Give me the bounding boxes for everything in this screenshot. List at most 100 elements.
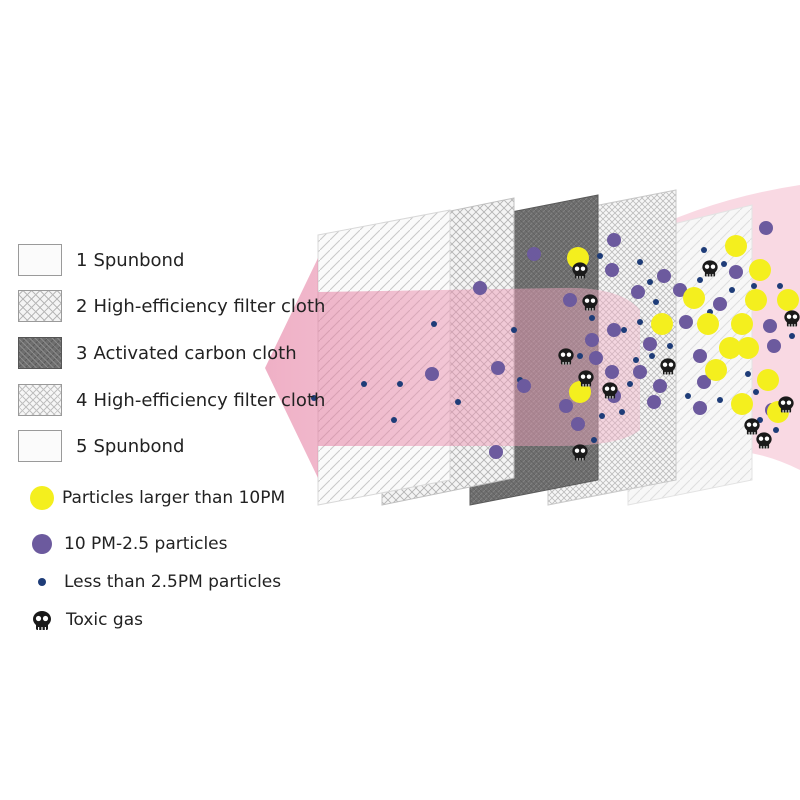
medium-particle [631, 285, 645, 299]
small-particle [717, 397, 723, 403]
medium-particle [605, 365, 619, 379]
key-label: Particles larger than 10PM [62, 488, 286, 508]
legend-layer-4: 4 High-efficiency filter cloth [18, 384, 325, 416]
large-particle [719, 337, 741, 359]
legend-swatch-spunbond [18, 430, 62, 462]
medium-particle [517, 379, 531, 393]
medium-particle [693, 349, 707, 363]
small-particle [589, 315, 595, 321]
small-particle [637, 259, 643, 265]
key-large-particles: Particles larger than 10PM [30, 486, 285, 510]
legend-swatch-carbon [18, 337, 62, 369]
blue-dot-icon [38, 578, 46, 586]
medium-particle [489, 445, 503, 459]
legend-layer-1: 1 Spunbond [18, 244, 184, 276]
large-particle [651, 313, 673, 335]
legend-swatch-filter-cloth [18, 290, 62, 322]
medium-particle [693, 401, 707, 415]
large-particle [725, 235, 747, 257]
small-particle [311, 395, 317, 401]
medium-particle [605, 263, 619, 277]
medium-particle [559, 399, 573, 413]
key-medium-particles: 10 PM-2.5 particles [30, 534, 228, 554]
small-particle [773, 427, 779, 433]
medium-particle [713, 297, 727, 311]
small-particle [751, 283, 757, 289]
medium-particle [673, 283, 687, 297]
key-small-particles: Less than 2.5PM particles [30, 572, 281, 592]
small-particle [621, 327, 627, 333]
yellow-dot-icon [30, 486, 54, 510]
layer-label: High-efficiency filter cloth [93, 295, 326, 317]
large-particle [757, 369, 779, 391]
large-particle [697, 313, 719, 335]
legend-swatch-filter-cloth [18, 384, 62, 416]
small-particle [789, 333, 795, 339]
legend-layer-3: 3 Activated carbon cloth [18, 337, 297, 369]
small-particle [667, 343, 673, 349]
layer-number: 3 [76, 342, 88, 364]
large-particle [683, 287, 705, 309]
layer-number: 1 [76, 249, 88, 271]
particle-cloud [311, 221, 800, 461]
medium-particle [759, 221, 773, 235]
medium-particle [679, 315, 693, 329]
small-particle [757, 417, 763, 423]
small-particle [729, 287, 735, 293]
small-particle [649, 353, 655, 359]
medium-particle [633, 365, 647, 379]
purple-dot-icon [32, 534, 52, 554]
medium-particle [585, 333, 599, 347]
small-particle [701, 247, 707, 253]
medium-particle [697, 375, 711, 389]
medium-particle [767, 339, 781, 353]
small-particle [633, 357, 639, 363]
medium-particle [473, 281, 487, 295]
medium-particle [653, 379, 667, 393]
small-particle [745, 371, 751, 377]
large-particle [569, 381, 591, 403]
small-particle [391, 417, 397, 423]
small-particle [653, 299, 659, 305]
medium-particle [643, 337, 657, 351]
layer-label: Spunbond [93, 435, 185, 457]
medium-particle [491, 361, 505, 375]
medium-particle [657, 269, 671, 283]
medium-particle [563, 293, 577, 307]
medium-particle [527, 247, 541, 261]
legend-layer-2: 2 High-efficiency filter cloth [18, 290, 325, 322]
large-particle [731, 313, 753, 335]
small-particle [619, 409, 625, 415]
large-particle [737, 337, 759, 359]
small-particle [591, 437, 597, 443]
medium-particle [607, 323, 621, 337]
medium-particle [647, 395, 661, 409]
small-particle [721, 261, 727, 267]
large-particle [749, 259, 771, 281]
layer-number: 5 [76, 435, 88, 457]
small-particle [361, 381, 367, 387]
small-particle [597, 253, 603, 259]
key-toxic-gas: Toxic gas [30, 608, 143, 632]
medium-particle [607, 233, 621, 247]
layer-label: Spunbond [93, 249, 185, 271]
large-particle [745, 289, 767, 311]
legend-swatch-spunbond [18, 244, 62, 276]
layer-label: Activated carbon cloth [93, 342, 297, 364]
small-particle [431, 321, 437, 327]
medium-particle [763, 319, 777, 333]
layer-number: 2 [76, 295, 88, 317]
medium-particle [729, 265, 743, 279]
small-particle [777, 283, 783, 289]
skull-icon [33, 611, 51, 630]
small-particle [685, 393, 691, 399]
small-particle [697, 277, 703, 283]
key-label: Toxic gas [66, 610, 143, 630]
small-particle [397, 381, 403, 387]
medium-particle [589, 351, 603, 365]
small-particle [599, 413, 605, 419]
medium-particle [571, 417, 585, 431]
layer-number: 4 [76, 389, 88, 411]
key-label: Less than 2.5PM particles [64, 572, 282, 592]
